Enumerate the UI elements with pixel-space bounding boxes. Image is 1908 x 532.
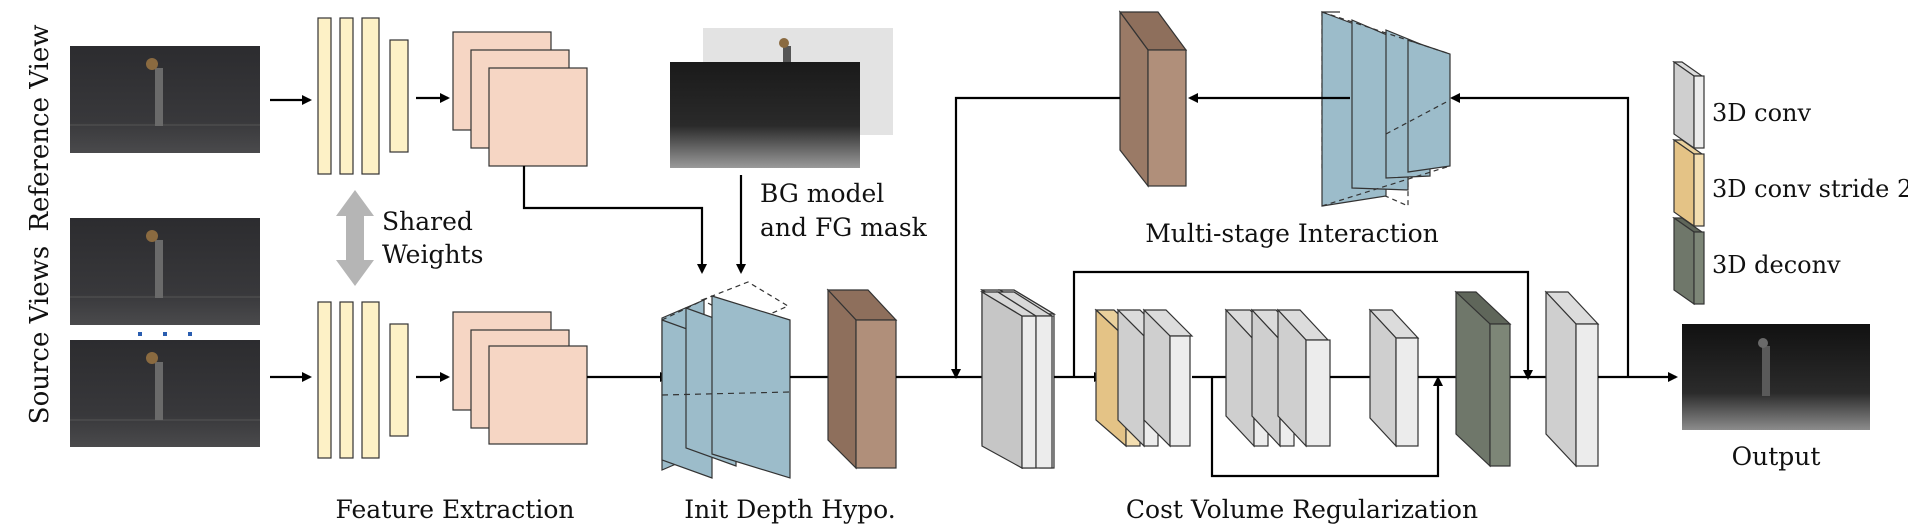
legend-3d-conv-label: 3D conv xyxy=(1712,99,1811,127)
source-image-2 xyxy=(70,340,260,447)
cost-volume-block-1 xyxy=(979,290,1055,470)
bg-model-label: BG model xyxy=(760,179,884,208)
arrow-multistage-to-costvolume xyxy=(951,96,1120,379)
arrow-ref-features-to-depth xyxy=(522,166,707,274)
small-gray-block xyxy=(1368,308,1420,448)
feature-extractor-reference xyxy=(317,17,409,175)
feature-extraction-label: Feature Extraction xyxy=(336,495,575,524)
legend-3d-conv-stride-label: 3D conv stride 2 xyxy=(1712,175,1908,203)
shared-weights-label-1: Shared xyxy=(382,207,473,236)
final-gray-block xyxy=(1544,290,1600,468)
stride-follow-blocks xyxy=(1116,308,1194,448)
middle-blocks xyxy=(1224,308,1331,448)
legend xyxy=(1672,60,1705,306)
skip-connection-bottom xyxy=(1210,376,1443,478)
source-image-1 xyxy=(70,218,260,325)
reference-image xyxy=(70,46,260,153)
foreground-mask-image xyxy=(670,62,860,168)
feature-maps-reference xyxy=(452,31,588,167)
output-label: Output xyxy=(1732,442,1821,471)
depth-hypothesis-planes-front xyxy=(661,295,791,479)
feature-maps-source xyxy=(452,311,588,445)
init-depth-block xyxy=(826,288,898,470)
reference-view-label: Reference View xyxy=(25,24,55,231)
legend-3d-conv-stride-swatch xyxy=(1672,138,1705,228)
multi-stage-planes xyxy=(1321,11,1451,207)
output-image xyxy=(1682,324,1870,430)
legend-3d-deconv-label: 3D deconv xyxy=(1712,251,1841,279)
legend-3d-conv-swatch xyxy=(1672,60,1705,150)
shared-weights-label-2: Weights xyxy=(382,240,483,269)
deconv-block xyxy=(1454,290,1512,468)
cost-volume-label: Cost Volume Regularization xyxy=(1126,495,1478,524)
skip-connection-top xyxy=(1072,270,1533,380)
legend-3d-deconv-swatch xyxy=(1672,216,1705,306)
multi-stage-block xyxy=(1118,10,1188,188)
feature-extractor-source xyxy=(317,301,409,459)
multi-stage-label: Multi-stage Interaction xyxy=(1145,219,1439,248)
init-depth-label: Init Depth Hypo. xyxy=(684,495,895,524)
fg-mask-label: and FG mask xyxy=(760,213,928,242)
shared-weights-arrow xyxy=(336,190,374,286)
source-views-label: Source Views xyxy=(25,246,55,424)
ellipsis-dots xyxy=(138,332,192,336)
arrow-output-to-multistage xyxy=(1450,93,1630,377)
